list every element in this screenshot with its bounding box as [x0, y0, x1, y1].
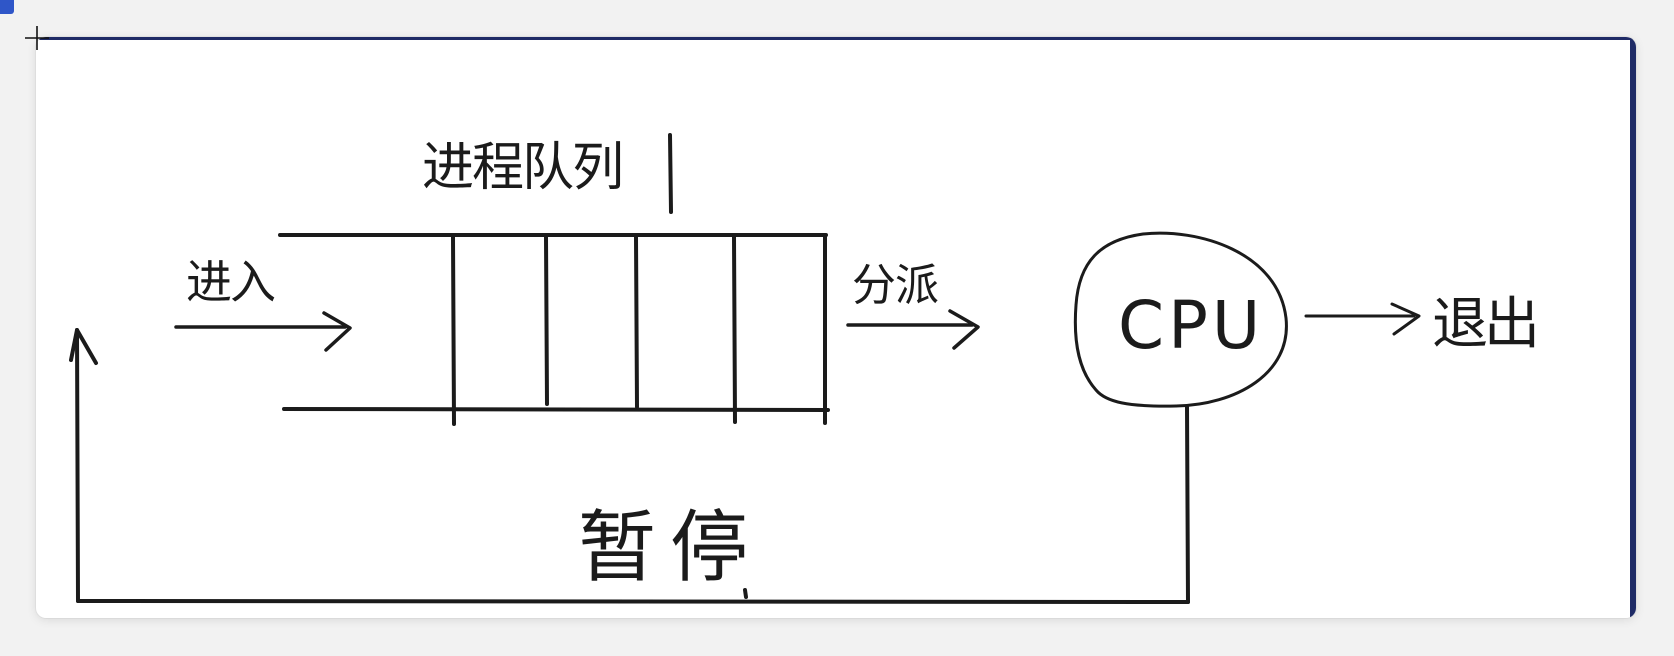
pause-label: 暂停 — [578, 503, 762, 593]
exit-arrow — [1304, 302, 1421, 336]
cpu-label: CPU — [1118, 287, 1264, 364]
cpu-circle — [1073, 231, 1288, 408]
dispatch-label: 分派 — [852, 260, 938, 311]
queue-slot-divider — [451, 235, 456, 426]
exit-label: 退出 — [1432, 292, 1536, 357]
dispatch-arrow — [846, 309, 980, 350]
pause-feedback-loop — [69, 328, 1190, 604]
queue-slot-divider — [732, 235, 737, 424]
enter-arrow — [174, 311, 352, 352]
enter-label: 进入 — [186, 255, 275, 309]
queue-slot-divider — [544, 235, 549, 406]
queue-bottom-edge — [282, 407, 830, 412]
queue-slot-divider — [634, 235, 639, 409]
card-top-border — [36, 37, 1636, 40]
queue-title: 进程队列 — [422, 138, 622, 198]
title-tick-line — [668, 133, 673, 214]
crosshair-cursor-icon — [25, 26, 49, 50]
corner-handle[interactable] — [0, 0, 14, 14]
process-queue — [278, 233, 830, 426]
card-right-border — [1630, 37, 1636, 618]
